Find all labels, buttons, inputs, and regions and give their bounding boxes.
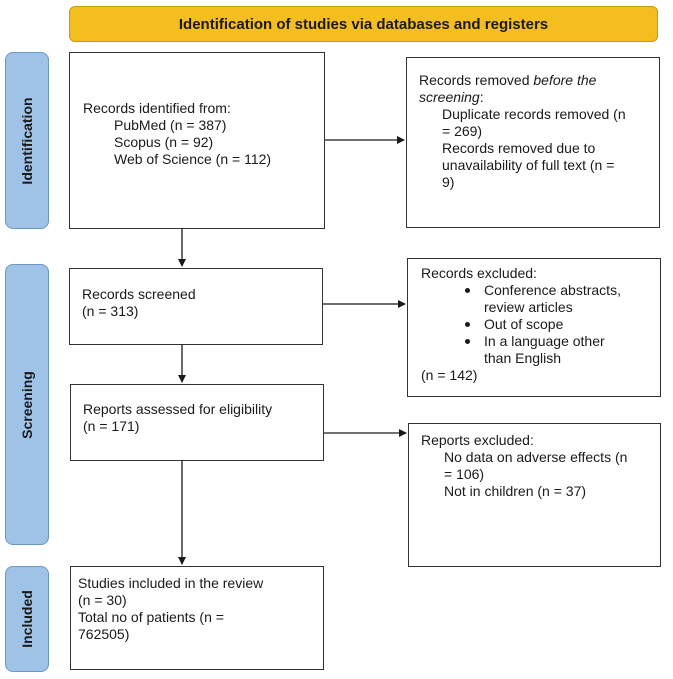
total-patients-count: 762505) xyxy=(78,626,130,642)
records-removed-box: Records removed before the screening: Du… xyxy=(406,57,660,228)
studies-included-count: (n = 30) xyxy=(78,592,127,608)
records-excluded-count: (n = 142) xyxy=(421,367,478,383)
unavailable-removed-line2: unavailability of full text (n = xyxy=(442,157,615,173)
not-in-children-line: Not in children (n = 37) xyxy=(444,483,587,499)
exclusion-language-line1: In a language other xyxy=(484,333,605,349)
source-pubmed: PubMed (n = 387) xyxy=(114,117,227,133)
flow-header-title: Identification of studies via databases … xyxy=(178,15,549,33)
records-screened-count: (n = 313) xyxy=(82,303,139,319)
unavailable-removed-line3: 9) xyxy=(442,174,455,190)
records-removed-title-italic2: screening xyxy=(419,89,480,105)
exclusion-scope-line1: Out of scope xyxy=(484,316,564,332)
no-adverse-data-line2: = 106) xyxy=(444,466,485,482)
total-patients-label: Total no of patients (n = xyxy=(78,609,224,625)
exclusion-bullet-conference: Conference abstracts, xyxy=(421,282,652,299)
duplicate-removed-line2: = 269) xyxy=(442,123,483,139)
exclusion-bullet-language: In a language other xyxy=(421,333,652,350)
records-identified-box: Records identified from: PubMed (n = 387… xyxy=(69,52,325,229)
unavailable-removed-line1: Records removed due to xyxy=(442,140,596,156)
source-scopus: Scopus (n = 92) xyxy=(114,134,214,150)
eligibility-count: (n = 171) xyxy=(83,418,140,434)
records-screened-box: Records screened (n = 313) xyxy=(69,268,323,345)
exclusion-conference-line2: review articles xyxy=(484,299,573,315)
records-removed-title-normal: Records removed xyxy=(419,72,534,88)
records-excluded-title: Records excluded: xyxy=(421,265,537,281)
source-web-of-science: Web of Science (n = 112) xyxy=(114,151,272,167)
records-removed-title-colon: : xyxy=(479,89,484,105)
reports-excluded-box: Reports excluded: No data on adverse eff… xyxy=(408,423,661,567)
phase-label-included: Included xyxy=(5,566,49,672)
exclusion-bullet-scope: Out of scope xyxy=(421,316,652,333)
phase-label-identification: Identification xyxy=(5,52,49,229)
flow-header: Identification of studies via databases … xyxy=(69,6,658,42)
no-adverse-data-line1: No data on adverse effects (n xyxy=(444,449,628,465)
studies-included-box: Studies included in the review (n = 30) … xyxy=(70,566,324,670)
records-identified-title: Records identified from: xyxy=(83,100,231,116)
eligibility-box: Reports assessed for eligibility (n = 17… xyxy=(70,384,324,461)
reports-excluded-title: Reports excluded: xyxy=(421,432,534,448)
studies-included-label: Studies included in the review xyxy=(78,575,264,591)
records-excluded-box: Records excluded: Conference abstracts, … xyxy=(407,258,661,397)
duplicate-removed-line1: Duplicate records removed (n xyxy=(442,106,626,122)
records-screened-label: Records screened xyxy=(82,286,196,302)
records-removed-title-italic1: before the xyxy=(533,72,597,88)
exclusion-language-line2: than English xyxy=(484,350,562,366)
records-removed-title-line1: Records removed before the xyxy=(419,72,651,89)
eligibility-label: Reports assessed for eligibility xyxy=(83,401,273,417)
exclusion-conference-line1: Conference abstracts, xyxy=(484,282,621,298)
phase-label-screening: Screening xyxy=(5,264,49,545)
records-removed-title-line2: screening: xyxy=(419,89,651,106)
